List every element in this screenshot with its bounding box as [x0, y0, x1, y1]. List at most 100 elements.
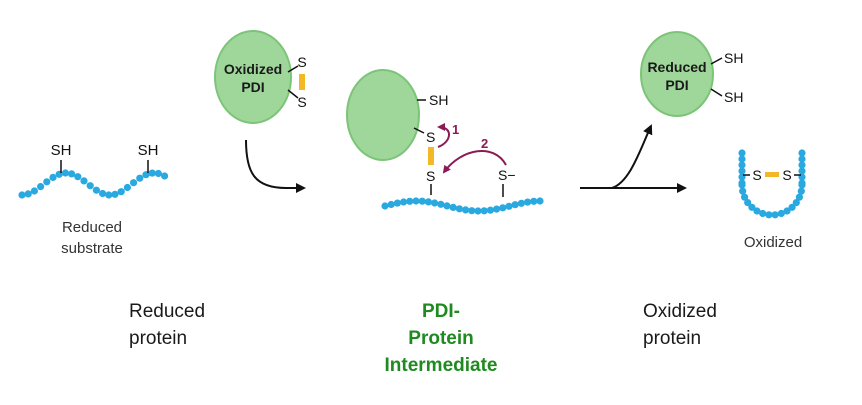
amino-acid-bead [462, 206, 470, 214]
caption-intermediate-line1: PDI- [422, 301, 460, 322]
oxidized-pdi-label-line2: PDI [241, 79, 264, 95]
caption-oxidized-line2: protein [643, 328, 702, 349]
amino-acid-bead [474, 207, 482, 215]
amino-acid-bead [111, 190, 119, 198]
reduced-pdi: Reduced PDI SH SH [640, 31, 743, 117]
oxidized-pdi-enzyme [214, 30, 292, 124]
amino-acid-bead [381, 202, 389, 210]
intermediate-s-bond [413, 127, 425, 134]
product-sulfur-left: S [752, 167, 761, 183]
amino-acid-bead [798, 161, 806, 169]
caption-oxidized-protein: Oxidized protein [643, 298, 717, 352]
reduced-pdi-enzyme [640, 31, 714, 117]
caption-intermediate-line3: Intermediate [384, 355, 498, 376]
oxidized-product: S S Oxidized [738, 149, 806, 251]
amino-acid-bead [753, 207, 761, 215]
amino-acid-bead [795, 193, 804, 201]
amino-acid-bead [400, 198, 408, 206]
sh-label-right: SH [138, 142, 159, 159]
amino-acid-bead [393, 199, 401, 207]
amino-acid-bead [480, 207, 488, 215]
amino-acid-bead [43, 178, 51, 186]
amino-acid-bead [765, 211, 773, 219]
amino-acid-bead [493, 205, 501, 213]
amino-acid-bead [468, 207, 476, 215]
caption-intermediate-line2: Protein [408, 328, 474, 349]
amino-acid-bead [68, 170, 76, 178]
amino-acid-bead [61, 169, 69, 177]
reduced-substrate: SH SH Reduced substrate [18, 142, 169, 257]
pdi-sulfur-bottom: S [297, 94, 306, 110]
amino-acid-bead [105, 191, 113, 199]
amino-acid-bead [771, 211, 779, 219]
pdi-bond-top [287, 65, 299, 73]
reduced-pdi-label-line1: Reduced [647, 59, 706, 75]
caption-reduced-line1: Reduced [129, 301, 206, 322]
amino-acid-bead [738, 155, 746, 163]
reduced-pdi-bond-top [710, 57, 723, 65]
amino-acid-bead [387, 200, 395, 209]
amino-acid-bead [130, 179, 138, 187]
caption-pdi-protein-intermediate: PDI- Protein Intermediate [360, 298, 522, 379]
intermediate-sh-label: SH [429, 92, 448, 108]
reduced-pdi-label-line2: PDI [665, 77, 688, 93]
substrate-label-line2: substrate [61, 240, 123, 257]
amino-acid-bead [536, 197, 544, 205]
reaction-arrow-1 [245, 139, 306, 193]
amino-acid-bead [136, 174, 144, 182]
amino-acid-bead [798, 181, 806, 189]
amino-acid-bead [744, 199, 752, 207]
amino-acid-bead [798, 149, 806, 157]
amino-acid-bead [530, 197, 538, 205]
product-label: Oxidized [744, 234, 802, 251]
amino-acid-bead [798, 167, 806, 175]
product-disulfide-bond [765, 172, 779, 177]
reduced-pdi-sh-bottom: SH [724, 89, 743, 105]
amino-acid-bead [798, 155, 806, 163]
amino-acid-bead [18, 191, 26, 199]
amino-acid-bead [738, 181, 746, 189]
amino-acid-bead [455, 205, 463, 213]
step-number-2: 2 [481, 136, 488, 151]
reduced-pdi-sh-top: SH [724, 50, 743, 66]
amino-acid-bead [739, 187, 747, 195]
amino-acid-bead [792, 199, 800, 207]
caption-reduced-line2: protein [129, 328, 188, 349]
release-arrow [611, 124, 653, 189]
electron-arrow-2 [442, 150, 507, 174]
amino-acid-bead [499, 204, 507, 212]
amino-acid-bead [406, 197, 414, 205]
intermediate-sulfur-lower: S [426, 168, 435, 184]
intermediate-enzyme [346, 69, 420, 161]
amino-acid-bead [99, 189, 107, 198]
electron-arrow-1 [437, 123, 450, 148]
pdi-protein-intermediate: SH S S S− 1 2 [346, 69, 544, 215]
amino-acid-bead [738, 167, 746, 175]
pdi-sulfur-top: S [297, 54, 306, 70]
amino-acid-bead [449, 203, 457, 211]
amino-acid-bead [74, 173, 82, 181]
amino-acid-bead [741, 193, 749, 201]
pdi-reaction-diagram: SH SH Reduced substrate Oxidized PDI S S… [18, 30, 806, 257]
amino-acid-bead [505, 202, 513, 210]
intermediate-sulfur-upper: S [426, 129, 435, 145]
sh-label-left: SH [51, 142, 72, 159]
amino-acid-bead [748, 203, 756, 211]
amino-acid-bead [511, 201, 519, 209]
amino-acid-bead [161, 172, 169, 180]
oxidized-pdi: Oxidized PDI S S [214, 30, 307, 124]
amino-acid-bead [437, 200, 445, 208]
amino-acid-bead [777, 209, 785, 218]
substrate-bead-chain [18, 169, 169, 199]
amino-acid-bead [486, 206, 494, 214]
pdi-bond-bottom [287, 89, 299, 99]
amino-acid-bead [418, 197, 426, 205]
amino-acid-bead [92, 186, 100, 194]
oxidized-pdi-label-line1: Oxidized [224, 61, 282, 77]
amino-acid-bead [424, 198, 432, 206]
amino-acid-bead [24, 190, 32, 198]
amino-acid-bead [117, 188, 125, 196]
product-sulfur-right: S [782, 167, 791, 183]
caption-reduced-protein: Reduced protein [129, 298, 205, 352]
